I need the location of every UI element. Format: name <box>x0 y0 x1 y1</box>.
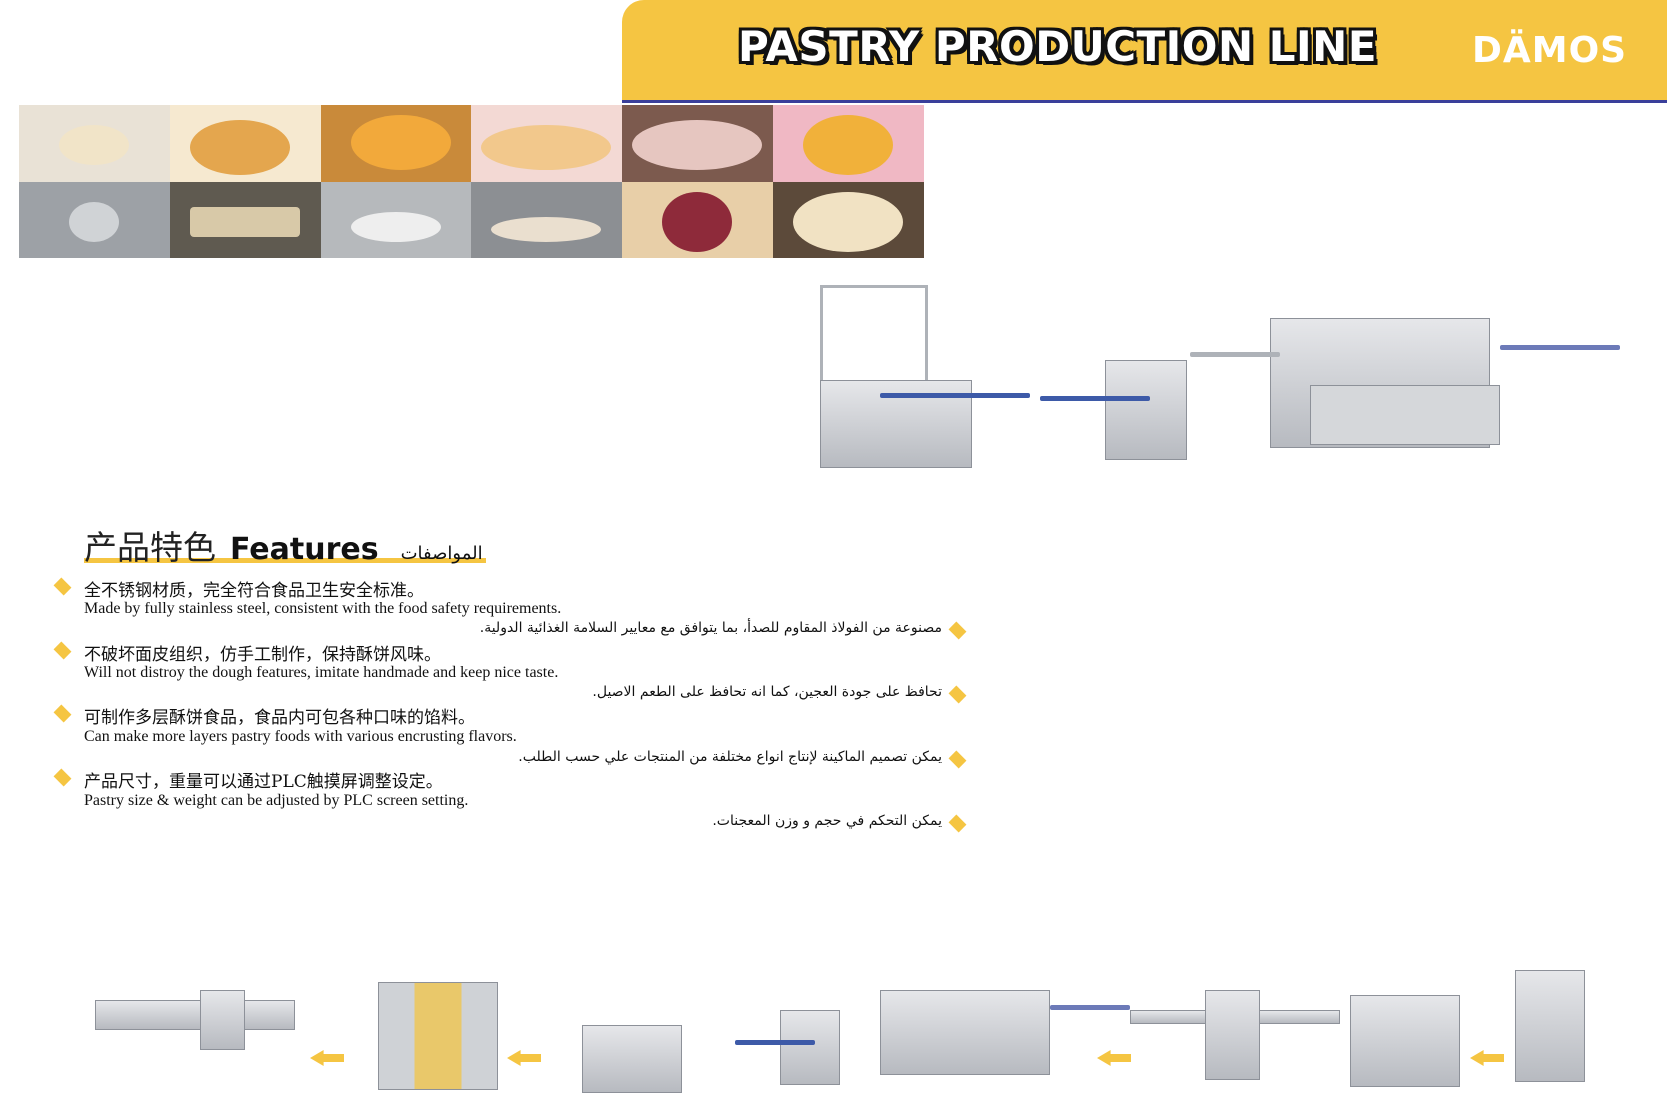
brand-logo: DÄMOS <box>1472 30 1628 71</box>
packing-machine-head <box>200 990 245 1050</box>
feature-cn: 可制作多层酥饼食品，食品内可包各种口味的馅料。 <box>84 708 475 728</box>
feature-ar: مصنوعة من الفولاذ المقاوم للصدأ، بما يتو… <box>479 620 942 636</box>
features-heading-ar: المواصفات <box>400 543 483 564</box>
conveyor <box>735 1040 815 1045</box>
tray-arranger <box>582 1025 682 1093</box>
flow-arrow-icon <box>310 1050 344 1066</box>
photo-pastry-4 <box>471 105 623 182</box>
photo-machine-4 <box>471 181 623 258</box>
feature-cn: 不破坏面皮组织，仿手工制作，保持酥饼风味。 <box>84 645 441 665</box>
photo-pastry-1 <box>19 105 170 182</box>
flow-arrow-icon <box>1470 1050 1504 1066</box>
feature-ar: يمكن تصميم الماكينة لإنتاج انواع مختلفة … <box>518 749 942 765</box>
flow-arrow-icon <box>507 1050 541 1066</box>
diamond-bullet-icon <box>53 704 72 723</box>
diamond-bullet-icon <box>948 621 967 640</box>
photo-pastry-3 <box>320 105 472 182</box>
feature-ar: يمكن التحكم في حجم و وزن المعجنات. <box>712 813 942 829</box>
diamond-bullet-icon <box>948 685 967 704</box>
conveyor <box>1050 1005 1130 1010</box>
photo-pastry-cut <box>773 181 924 258</box>
feature-en: Pastry size & weight can be adjusted by … <box>84 792 469 809</box>
feature-cn: 全不锈钢材质，完全符合食品卫生安全标准。 <box>84 581 424 601</box>
features-heading-en: Features <box>230 532 379 567</box>
photo-pastry-6 <box>773 105 924 182</box>
features-heading: 产品特色 Features المواصفات <box>84 521 486 567</box>
dough-divider <box>1350 995 1460 1087</box>
encrusting-machine <box>780 1010 840 1085</box>
flow-arrow-icon <box>1097 1050 1131 1066</box>
photo-pastry-5 <box>622 105 774 182</box>
feature-cn: 产品尺寸，重量可以通过PLC触摸屏调整设定。 <box>84 772 443 792</box>
diamond-bullet-icon <box>948 750 967 769</box>
diamond-bullet-icon <box>948 814 967 833</box>
photo-machine-2 <box>169 181 321 258</box>
product-photo-grid <box>19 105 924 258</box>
photo-machine-1 <box>19 181 170 258</box>
photo-pastry-filling <box>622 181 774 258</box>
page-title: PASTRY PRODUCTION LINE <box>738 22 1378 71</box>
packing-machine <box>95 1000 295 1030</box>
feature-en: Made by fully stainless steel, consisten… <box>84 600 562 617</box>
dough-sheeter-body <box>1205 990 1260 1080</box>
feature-ar: تحافظ على جودة العجين، كما انه تحافظ على… <box>592 684 942 700</box>
pastry-line-machine <box>880 990 1050 1075</box>
diamond-bullet-icon <box>53 641 72 660</box>
spiral-mixer <box>1515 970 1585 1082</box>
diamond-bullet-icon <box>53 768 72 787</box>
feature-en: Will not distroy the dough features, imi… <box>84 664 559 681</box>
title-banner: PASTRY PRODUCTION LINE DÄMOS <box>622 0 1667 103</box>
features-heading-cn: 产品特色 <box>84 528 216 567</box>
photo-pastry-2 <box>169 105 321 182</box>
feature-en: Can make more layers pastry foods with v… <box>84 728 517 745</box>
photo-machine-3 <box>320 181 472 258</box>
rotary-oven <box>378 982 498 1090</box>
diamond-bullet-icon <box>53 577 72 596</box>
